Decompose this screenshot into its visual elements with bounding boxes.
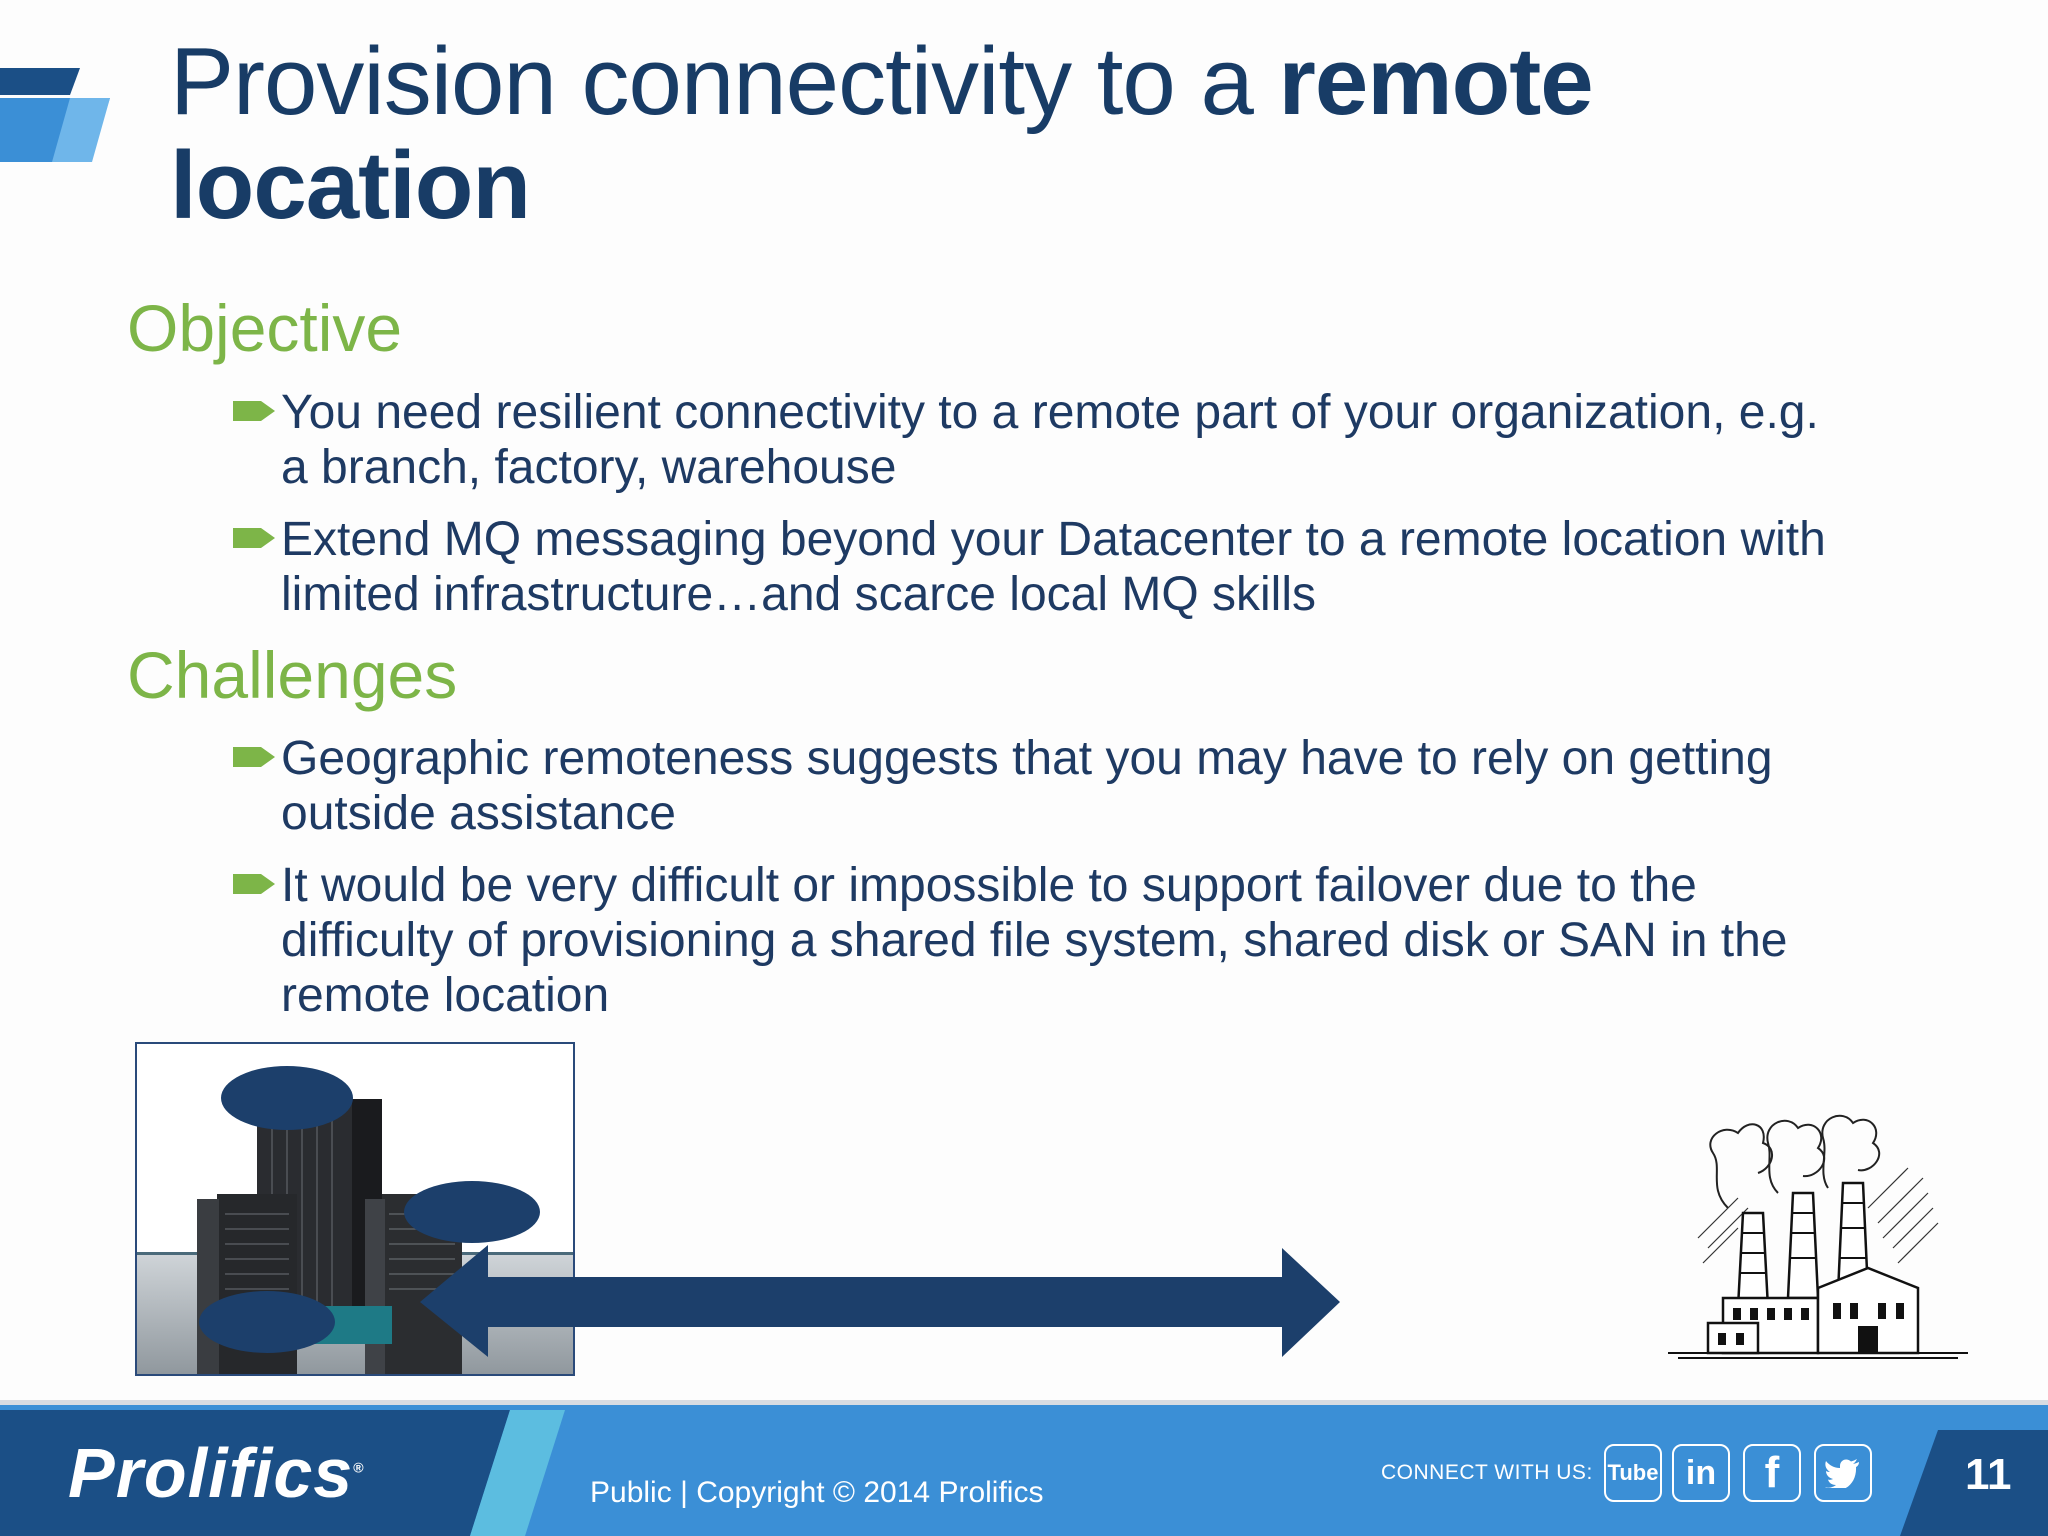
bullet-text-line: a branch, factory, warehouse bbox=[281, 441, 897, 494]
bullet-item: Extend MQ messaging beyond your Datacent… bbox=[233, 512, 1933, 622]
twitter-bird-glyph bbox=[1825, 1459, 1859, 1488]
bullet-text-line: Extend MQ messaging beyond your Datacent… bbox=[281, 513, 1826, 566]
bullet-text-line: difficulty of provisioning a shared file… bbox=[281, 914, 1788, 967]
facebook-icon[interactable]: f bbox=[1743, 1444, 1801, 1502]
footer-classification: Public bbox=[590, 1476, 672, 1509]
bullet-text-line: You need resilient connectivity to a rem… bbox=[281, 386, 1819, 439]
bullet-arrow-icon bbox=[233, 747, 275, 767]
title-light-text: Provision connectivity to a bbox=[170, 28, 1279, 135]
prolifics-logo: Prolifics® bbox=[68, 1434, 365, 1512]
server-rack-illustration bbox=[137, 1044, 573, 1374]
title-bold-text: remote bbox=[1278, 28, 1594, 135]
bullet-arrow-icon bbox=[233, 874, 275, 894]
bullet-text-line: Geographic remoteness suggests that you … bbox=[281, 732, 1773, 785]
twitter-icon[interactable] bbox=[1814, 1444, 1872, 1502]
footer-copyright: Public | Copyright © 2014 Prolifics bbox=[590, 1476, 1043, 1510]
slide-title: Provision connectivity to a remote locat… bbox=[170, 28, 1594, 239]
bullet-text-line: outside assistance bbox=[281, 787, 676, 840]
connectivity-arrow bbox=[420, 1245, 1340, 1357]
bullet-item: Geographic remoteness suggests that you … bbox=[233, 731, 1933, 841]
connect-label: CONNECT WITH US: bbox=[1381, 1461, 1593, 1484]
section-heading-challenges: Challenges bbox=[127, 638, 458, 712]
title-bold-text-line2: location bbox=[170, 132, 531, 239]
page-number-panel bbox=[1900, 1430, 2048, 1536]
footer-separator: | bbox=[680, 1476, 688, 1509]
footer-logo-panel bbox=[0, 1410, 565, 1536]
factory-illustration bbox=[1668, 1114, 1968, 1359]
footer-divider bbox=[0, 1400, 2048, 1406]
bullet-arrow-icon bbox=[233, 528, 275, 548]
linkedin-icon[interactable]: in bbox=[1672, 1444, 1730, 1502]
bullet-text-line: remote location bbox=[281, 969, 610, 1022]
section-heading-objective: Objective bbox=[127, 291, 403, 365]
bullet-item: You need resilient connectivity to a rem… bbox=[233, 385, 1933, 495]
datacenter-server-image bbox=[135, 1042, 575, 1376]
bullet-text-line: limited infrastructure…and scarce local … bbox=[281, 568, 1316, 621]
footer-copyright-text: Copyright © 2014 Prolifics bbox=[696, 1476, 1044, 1509]
bullet-arrow-icon bbox=[233, 401, 275, 421]
corner-accent bbox=[0, 68, 110, 162]
page-number: 11 bbox=[1965, 1450, 2012, 1499]
bullet-text-line: It would be very difficult or impossible… bbox=[281, 859, 1697, 912]
bullet-item: It would be very difficult or impossible… bbox=[233, 858, 1933, 1023]
youtube-icon[interactable]: Tube bbox=[1604, 1444, 1662, 1502]
